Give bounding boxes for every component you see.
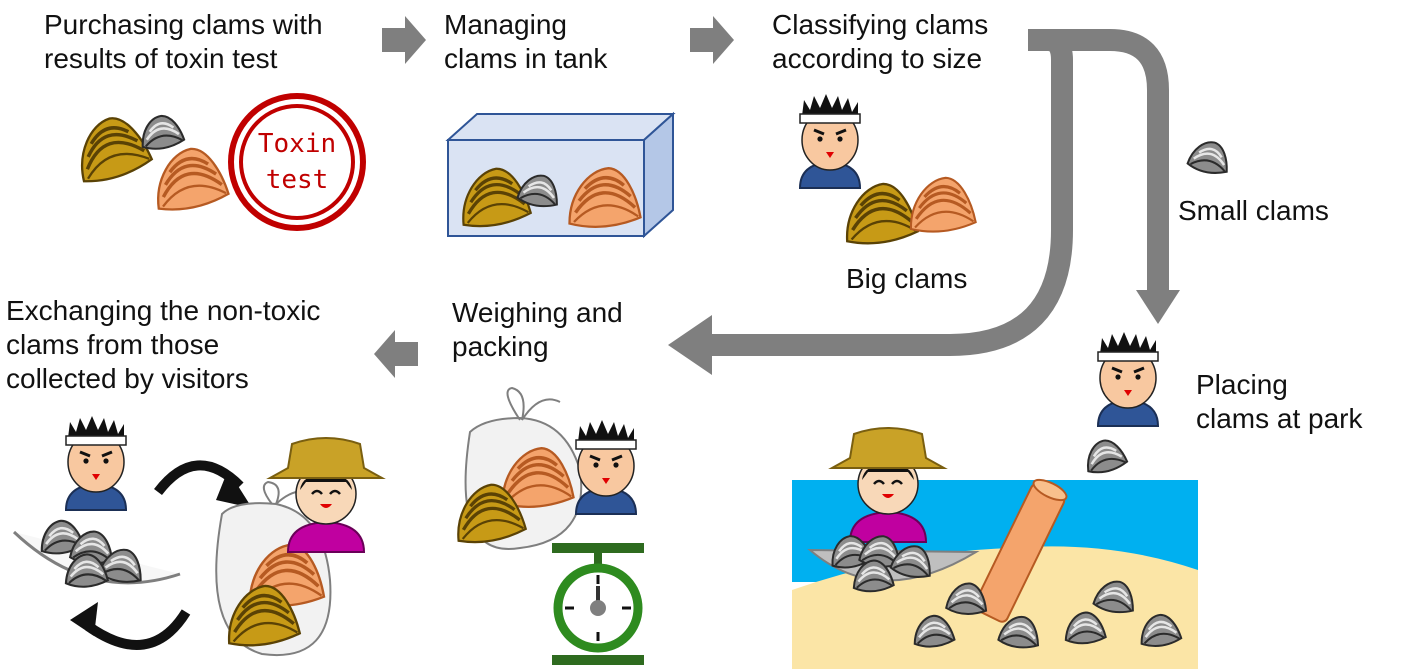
stamp-line-2: test [266,165,329,195]
step-tank-label: Managing clams in tank [444,8,607,76]
step-purchase-label: Purchasing clams with results of toxin t… [44,8,323,76]
step-exchange-line-3: collected by visitors [6,363,249,394]
packed-bag-illustration [448,386,583,550]
park-illustration [792,426,1198,669]
step-tank-line-2: clams in tank [444,43,608,74]
step-weigh-label: Weighing and packing [452,296,623,364]
exchange-illustration [12,414,384,657]
arrow-weigh-to-exchange [374,330,418,378]
step-tank-line-1: Managing [444,9,567,40]
step-weigh-line-1: Weighing and [452,297,623,328]
park-worker [1080,330,1160,477]
step-exchange-line-1: Exchanging the non-toxic [6,295,321,326]
toxin-test-stamp: Toxin test [228,93,366,231]
step-park-line-1: Placing [1196,369,1288,400]
step-exchange-line-2: clams from those [6,329,220,360]
big-clams-label: Big clams [846,263,968,294]
step-purchase-line-1: Purchasing clams with [44,9,323,40]
step-classify-line-2: according to size [772,43,983,74]
classifier-worker [798,92,978,249]
arrow-purchase-to-tank [382,16,426,64]
step-weigh-line-2: packing [452,331,549,362]
packer-worker [574,418,638,516]
arrow-tank-to-classify [690,16,734,64]
step-classify-label: Classifying clams according to size [772,8,988,76]
stamp-line-1: Toxin [258,129,336,159]
small-clam-icon [1185,136,1234,178]
arrow-big-clams-head [668,315,712,375]
step-exchange-label: Exchanging the non-toxic clams from thos… [6,294,320,396]
purchase-clams-illustration [66,108,232,217]
arrow-small-clams-to-park [1048,29,1169,290]
step-purchase-line-2: results of toxin test [44,43,278,74]
weighing-scale [552,543,644,665]
step-park-label: Placing clams at park [1196,368,1363,436]
tank-illustration [445,111,676,239]
small-clams-label: Small clams [1178,195,1329,226]
step-park-line-2: clams at park [1196,403,1363,434]
arrow-small-clams-head [1136,290,1180,324]
step-classify-line-1: Classifying clams [772,9,989,40]
